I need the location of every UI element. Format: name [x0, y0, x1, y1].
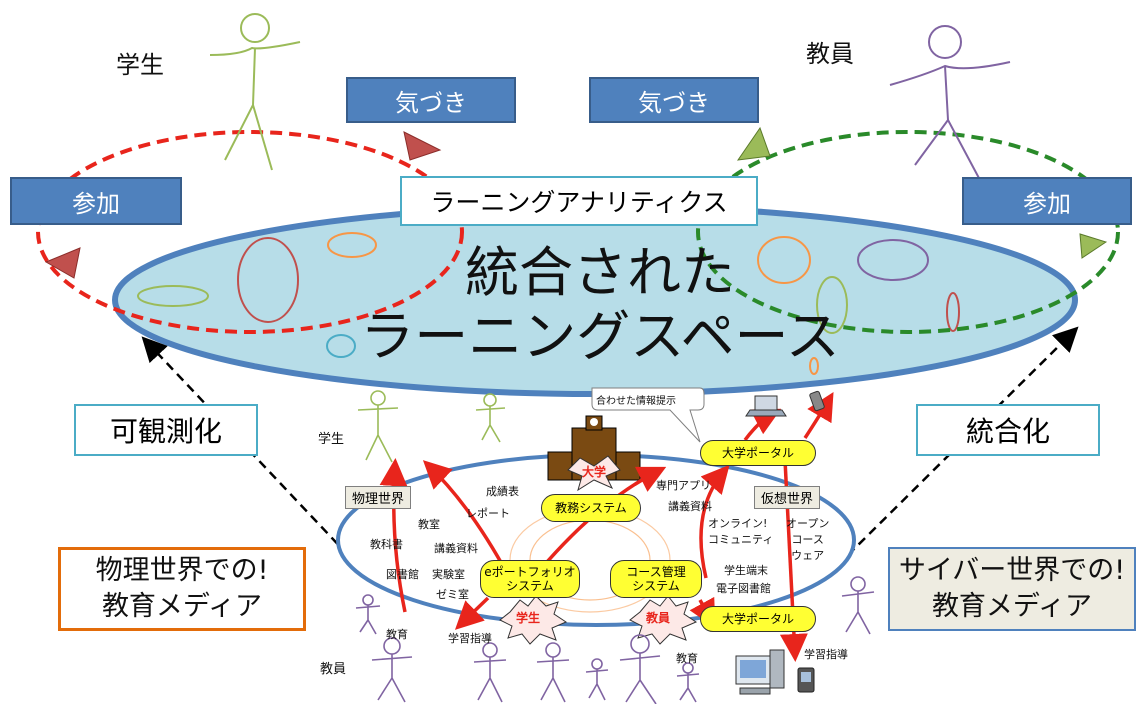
eportfolio-line1: eポートフォリオ — [484, 565, 576, 579]
student-terminal-label: 学生端末 — [724, 564, 768, 577]
student-awareness-box: 気づき — [346, 77, 516, 123]
physical-media-box: 物理世界での! 教育メディア — [58, 547, 306, 631]
callout-bubble — [591, 387, 705, 443]
small-figures — [355, 390, 875, 704]
deco-ellipse-1 — [137, 285, 209, 307]
lecture-materials-label: 講義資料 — [434, 542, 478, 555]
student-cycle-arrowhead-1 — [403, 131, 442, 161]
open-courseware-line3: ウェア — [791, 549, 825, 562]
university-portal-top: 大学ポータル — [700, 440, 816, 466]
library-label: 図書館 — [386, 568, 419, 581]
university-building-icon — [547, 415, 641, 492]
learning-guidance2-label: 学習指導 — [804, 648, 848, 661]
grade-report-label: 成績表 — [486, 485, 519, 498]
teacher-star-label: 教員 — [646, 611, 671, 625]
classroom-label: 教室 — [418, 518, 440, 531]
seminar-label: ゼミ室 — [436, 588, 469, 601]
small-figure-teacher-left — [355, 594, 381, 635]
report-label: レポート — [466, 507, 510, 520]
student-figure — [209, 13, 301, 171]
deco-ellipse-5 — [757, 236, 811, 284]
online-community-line1: オンライン! — [708, 517, 768, 530]
education2-label: 教育 — [676, 652, 698, 665]
laptop-icon — [745, 395, 787, 417]
teacher-awareness-box: 気づき — [589, 77, 759, 123]
lab-label: 実験室 — [432, 568, 465, 581]
virtual-world-tag: 仮想世界 — [754, 486, 821, 509]
specialized-app-label: 専門アプリ — [656, 479, 711, 492]
cyber-media-line1: サイバー世界での! — [898, 555, 1126, 586]
teacher-participation-box: 参加 — [962, 177, 1132, 225]
visualize-box: 可観測化 — [74, 404, 258, 456]
teacher-figure — [889, 25, 1011, 181]
cyber-media-box: サイバー世界での! 教育メディア — [888, 547, 1136, 631]
education-label: 教育 — [386, 628, 408, 641]
cyber-media-line2: 教育メディア — [931, 591, 1093, 622]
eportfolio-node: eポートフォリオ システム — [480, 560, 580, 598]
teacher-cycle-arrowhead-1 — [736, 126, 771, 161]
small-figure-teacher-5 — [619, 634, 661, 704]
deco-ellipse-6 — [857, 239, 929, 281]
open-courseware-label: オープン コース ウェア — [786, 516, 829, 564]
small-figure-teacher-1 — [371, 637, 413, 703]
integrate-arrow — [847, 326, 1079, 556]
physical-media-line1: 物理世界での! — [95, 555, 269, 586]
e-library-label: 電子図書館 — [716, 582, 771, 595]
course-mgmt-node: コース管理 システム — [610, 560, 702, 598]
student-star-shape — [499, 595, 568, 645]
deco-ellipse-9 — [809, 357, 819, 375]
open-courseware-line1: オープン — [786, 517, 830, 530]
student-cycle — [36, 130, 464, 334]
teacher-role-label: 教員 — [806, 40, 854, 68]
callout-text: 合わせた情報提示 — [596, 396, 676, 407]
course-mgmt-line2: システム — [632, 579, 680, 593]
teacher-small-label: 教員 — [320, 662, 347, 677]
deco-ellipse-4 — [326, 334, 356, 358]
visualize-arrow — [141, 336, 349, 556]
university-portal-bottom: 大学ポータル — [700, 606, 816, 632]
student-participation-box: 参加 — [10, 177, 182, 225]
deco-ellipse-2 — [237, 237, 299, 323]
center-title-line2: ラーニングスペース — [360, 305, 840, 368]
deco-ellipse-7 — [816, 276, 848, 334]
university-label: 大学 — [582, 465, 607, 479]
small-figure-teacher-6 — [676, 662, 700, 703]
integrate-box: 統合化 — [916, 404, 1100, 456]
teacher-star-shape — [629, 595, 698, 645]
learning-analytics-box: ラーニングアナリティクス — [400, 176, 758, 226]
learning-guidance-label: 学習指導 — [448, 632, 492, 645]
deco-ellipse-8 — [946, 292, 960, 332]
small-figure-teacher-3 — [536, 642, 570, 703]
student-role-label: 学生 — [116, 51, 164, 79]
student-star-label: 学生 — [516, 611, 541, 625]
physical-world-tag: 物理世界 — [345, 486, 412, 509]
small-figure-student-green — [357, 390, 399, 463]
teacher-cycle-arrowhead-2 — [1079, 233, 1108, 259]
small-figure-teacher-right — [841, 576, 875, 635]
phone-icon — [809, 390, 825, 412]
course-mgmt-line1: コース管理 — [626, 565, 686, 579]
online-community-line2: コミュニティ — [708, 533, 774, 546]
teacher-cycle — [696, 130, 1120, 334]
online-community-label: オンライン! コミュニティ — [708, 516, 773, 548]
pc-icon — [735, 649, 785, 695]
student-cycle-arrowhead-2 — [44, 247, 81, 279]
center-title-line1: 統合された — [465, 241, 735, 304]
small-figure-student-green-2 — [475, 393, 506, 443]
small-figure-teacher-2 — [473, 642, 507, 703]
student-small-label: 学生 — [318, 432, 345, 447]
textbook-label: 教科書 — [370, 538, 403, 551]
academic-system-node: 教務システム — [541, 494, 641, 522]
deco-ellipse-3 — [327, 232, 377, 258]
lecture-materials2-label: 講義資料 — [668, 500, 712, 513]
physical-media-line2: 教育メディア — [101, 591, 263, 622]
small-figure-teacher-4 — [585, 658, 609, 701]
eportfolio-line2: システム — [506, 579, 554, 593]
open-courseware-line2: コース — [791, 533, 824, 546]
handheld-icon — [797, 667, 815, 693]
